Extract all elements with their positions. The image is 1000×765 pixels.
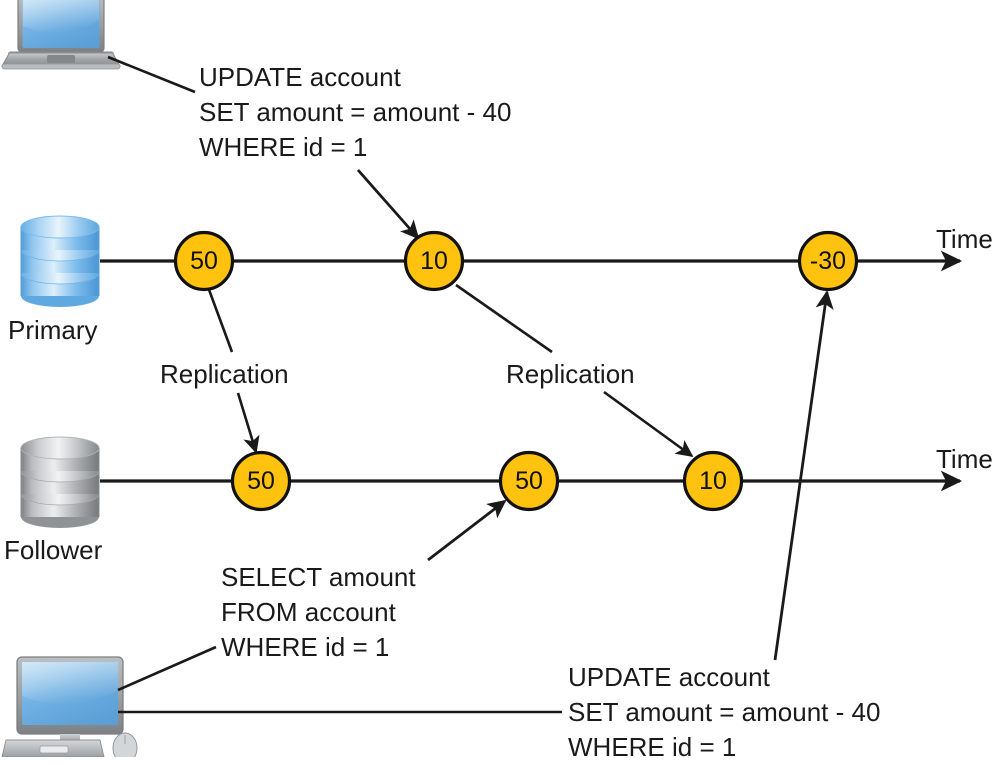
follower-database-icon bbox=[20, 436, 100, 528]
query-select-bottom: SELECT amount FROM account WHERE id = 1 bbox=[221, 560, 416, 665]
primary-node-2-value: -30 bbox=[809, 246, 847, 275]
primary-node-0[interactable] bbox=[173, 230, 235, 292]
laptop-icon bbox=[1, 0, 121, 70]
primary-node-1[interactable] bbox=[403, 230, 465, 292]
connector-laptop-to-update bbox=[107, 55, 196, 94]
query-update-top-line-0: UPDATE account bbox=[199, 62, 401, 92]
follower-node-1[interactable] bbox=[498, 450, 560, 512]
primary-lane-label: Primary bbox=[8, 315, 98, 345]
query-update-bottom: UPDATE account SET amount = amount - 40 … bbox=[568, 660, 880, 765]
follower-lane-label: Follower bbox=[4, 535, 103, 565]
arrow-update-to-primary-10 bbox=[356, 169, 420, 240]
query-select-line-1: FROM account bbox=[221, 597, 396, 627]
follower-node-1-value: 50 bbox=[515, 466, 543, 495]
primary-node-1-value: 10 bbox=[420, 246, 448, 275]
query-update-top-line-2: WHERE id = 1 bbox=[199, 132, 368, 162]
primary-database-icon bbox=[20, 215, 100, 307]
follower-node-2-value: 10 bbox=[699, 466, 727, 495]
query-update-top: UPDATE account SET amount = amount - 40 … bbox=[199, 60, 511, 165]
replication-label-2: Replication bbox=[506, 359, 635, 389]
primary-node-0-value: 50 bbox=[190, 246, 218, 275]
follower-node-2[interactable] bbox=[682, 450, 744, 512]
query-select-line-2: WHERE id = 1 bbox=[221, 632, 390, 662]
replication-label-1: Replication bbox=[160, 359, 289, 389]
follower-node-0-value: 50 bbox=[247, 466, 275, 495]
replication-2-upper-segment bbox=[455, 283, 553, 354]
primary-time-label: Time bbox=[936, 224, 993, 254]
query-update-bottom-line-2: WHERE id = 1 bbox=[568, 732, 737, 762]
desktop-computer-icon bbox=[1, 656, 138, 757]
query-select-line-0: SELECT amount bbox=[221, 562, 416, 592]
follower-node-0[interactable] bbox=[230, 450, 292, 512]
connector-desktop-to-select bbox=[117, 645, 217, 692]
query-update-top-line-1: SET amount = amount - 40 bbox=[199, 97, 512, 127]
query-update-bottom-line-1: SET amount = amount - 40 bbox=[568, 697, 881, 727]
arrow-select-to-follower-50 bbox=[427, 499, 507, 562]
follower-time-label: Time bbox=[936, 444, 993, 474]
primary-node-2[interactable] bbox=[797, 230, 859, 292]
arrow-update-bottom-to-primary-neg30 bbox=[773, 290, 834, 661]
replication-1-upper-segment bbox=[206, 286, 234, 353]
replication-2-lower-segment bbox=[603, 390, 694, 458]
query-update-bottom-line-0: UPDATE account bbox=[568, 662, 770, 692]
replication-1-lower-segment bbox=[236, 392, 260, 454]
